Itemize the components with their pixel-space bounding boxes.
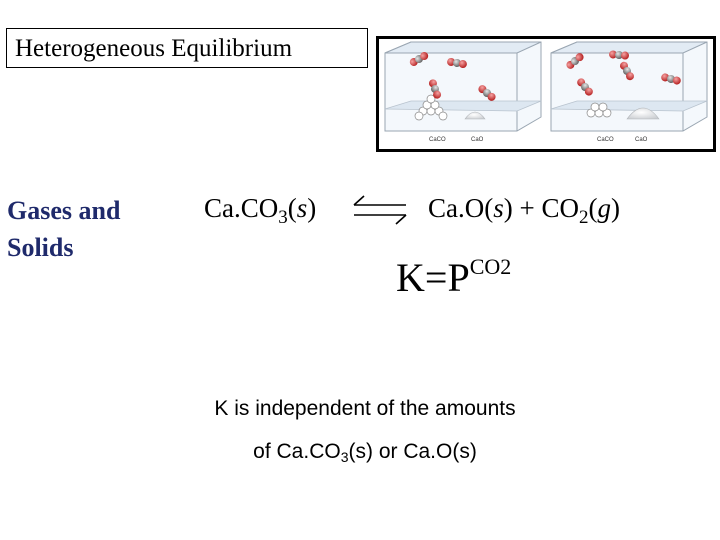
- equilibrium-svg: CaCO CaO CaC: [384, 41, 708, 143]
- caco3-pile-right: [586, 102, 612, 118]
- equilibrium-constant-expression: K=PCO2: [396, 254, 511, 301]
- note-line-2: of Ca.CO3(s) or Ca.O(s): [0, 440, 720, 464]
- product1-state: s: [493, 193, 504, 223]
- product1-name: Ca.O(: [428, 193, 494, 223]
- reactant-formula: Ca.CO3(s): [204, 193, 317, 227]
- k-equals-p: K=P: [396, 255, 470, 300]
- gases-and-solids-label: Gases and Solids: [7, 192, 167, 266]
- note-line2-start: of Ca.CO: [253, 440, 341, 463]
- side-label-line1: Gases and: [7, 196, 121, 225]
- left-caption-cao: CaO: [471, 137, 484, 143]
- reactant-state: s: [296, 193, 308, 223]
- k-superscript: CO2: [470, 254, 512, 279]
- slide-title: Heterogeneous Equilibrium: [6, 28, 368, 68]
- reactant-subscript: 3: [278, 207, 288, 228]
- k-superscript-sub: 2: [500, 254, 512, 279]
- note-line2-end: (s) or Ca.O(s): [348, 440, 477, 463]
- product2-close: ): [610, 193, 620, 223]
- equilibrium-arrow-icon: [353, 195, 407, 225]
- product2-open: (: [588, 193, 598, 223]
- product1-close: ) + CO: [503, 193, 579, 223]
- right-caption-cao: CaO: [635, 137, 648, 143]
- product2-state: g: [597, 193, 611, 223]
- reactant-open: (: [287, 193, 297, 223]
- left-caption-caco3: CaCO: [429, 137, 446, 143]
- equilibrium-illustration: CaCO CaO CaC: [376, 36, 716, 152]
- side-label-line2: Solids: [7, 233, 74, 262]
- left-container: CaCO CaO: [384, 41, 542, 143]
- k-superscript-co: CO: [469, 254, 501, 279]
- product-formula: Ca.O(s) + CO2(g): [428, 193, 620, 227]
- note-line-1: K is independent of the amounts: [214, 397, 516, 420]
- right-caption-caco3: CaCO: [597, 137, 614, 143]
- cao-pile-left: [464, 111, 486, 120]
- reactant-name: Ca.CO: [204, 193, 279, 223]
- co2-molecules-left: [409, 52, 496, 101]
- cao-pile-right: [626, 107, 660, 120]
- note-line2-sub: 3: [340, 449, 349, 465]
- right-container: CaCO CaO: [550, 41, 708, 143]
- product2-subscript: 2: [578, 207, 589, 228]
- co2-molecules-right: [566, 50, 681, 96]
- reactant-close: ): [307, 193, 317, 223]
- caco3-pile-left: [414, 94, 448, 121]
